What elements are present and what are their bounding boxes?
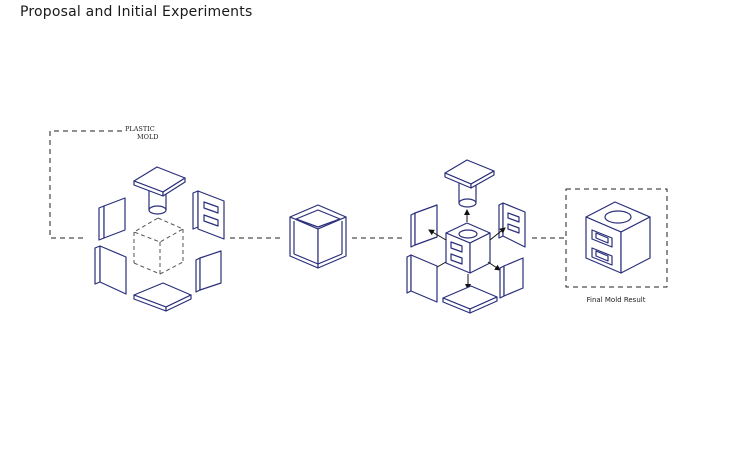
plastic-mold-bracket <box>49 130 122 239</box>
central-core-cube <box>445 222 491 274</box>
lower-right-plate-2 <box>499 257 524 299</box>
lower-left-plate-2 <box>406 254 438 303</box>
final-mold-result-label: Final Mold Result <box>587 296 646 304</box>
right-side-plate-with-slots <box>192 190 225 240</box>
left-side-plate <box>98 197 126 241</box>
page-title: Proposal and Initial Experiments <box>20 4 253 20</box>
stage-final-mold-result: Final Mold Result <box>565 188 668 304</box>
bottom-plate <box>133 282 192 312</box>
ghost-cube-outline <box>133 217 184 275</box>
plastic-mold-label-line1: PLASTIC <box>125 125 155 133</box>
stage-exploded-mold-with-core <box>406 159 526 314</box>
stage-exploded-plastic-mold: PLASTIC MOLD <box>49 125 225 312</box>
final-mold-cube <box>585 201 651 274</box>
lower-right-plate <box>195 250 222 293</box>
plastic-mold-label-line2: MOLD <box>137 133 159 141</box>
bottom-plate-2 <box>442 285 498 314</box>
top-plate-with-cylinder-2 <box>444 159 495 208</box>
right-side-plate-with-slots-2 <box>498 202 526 248</box>
left-side-plate-2 <box>410 204 438 248</box>
explode-arrows <box>428 209 506 290</box>
lower-left-plate <box>94 245 127 295</box>
top-plate-with-cylinder <box>133 166 186 215</box>
stage-assembled-mold-cube <box>289 204 347 269</box>
